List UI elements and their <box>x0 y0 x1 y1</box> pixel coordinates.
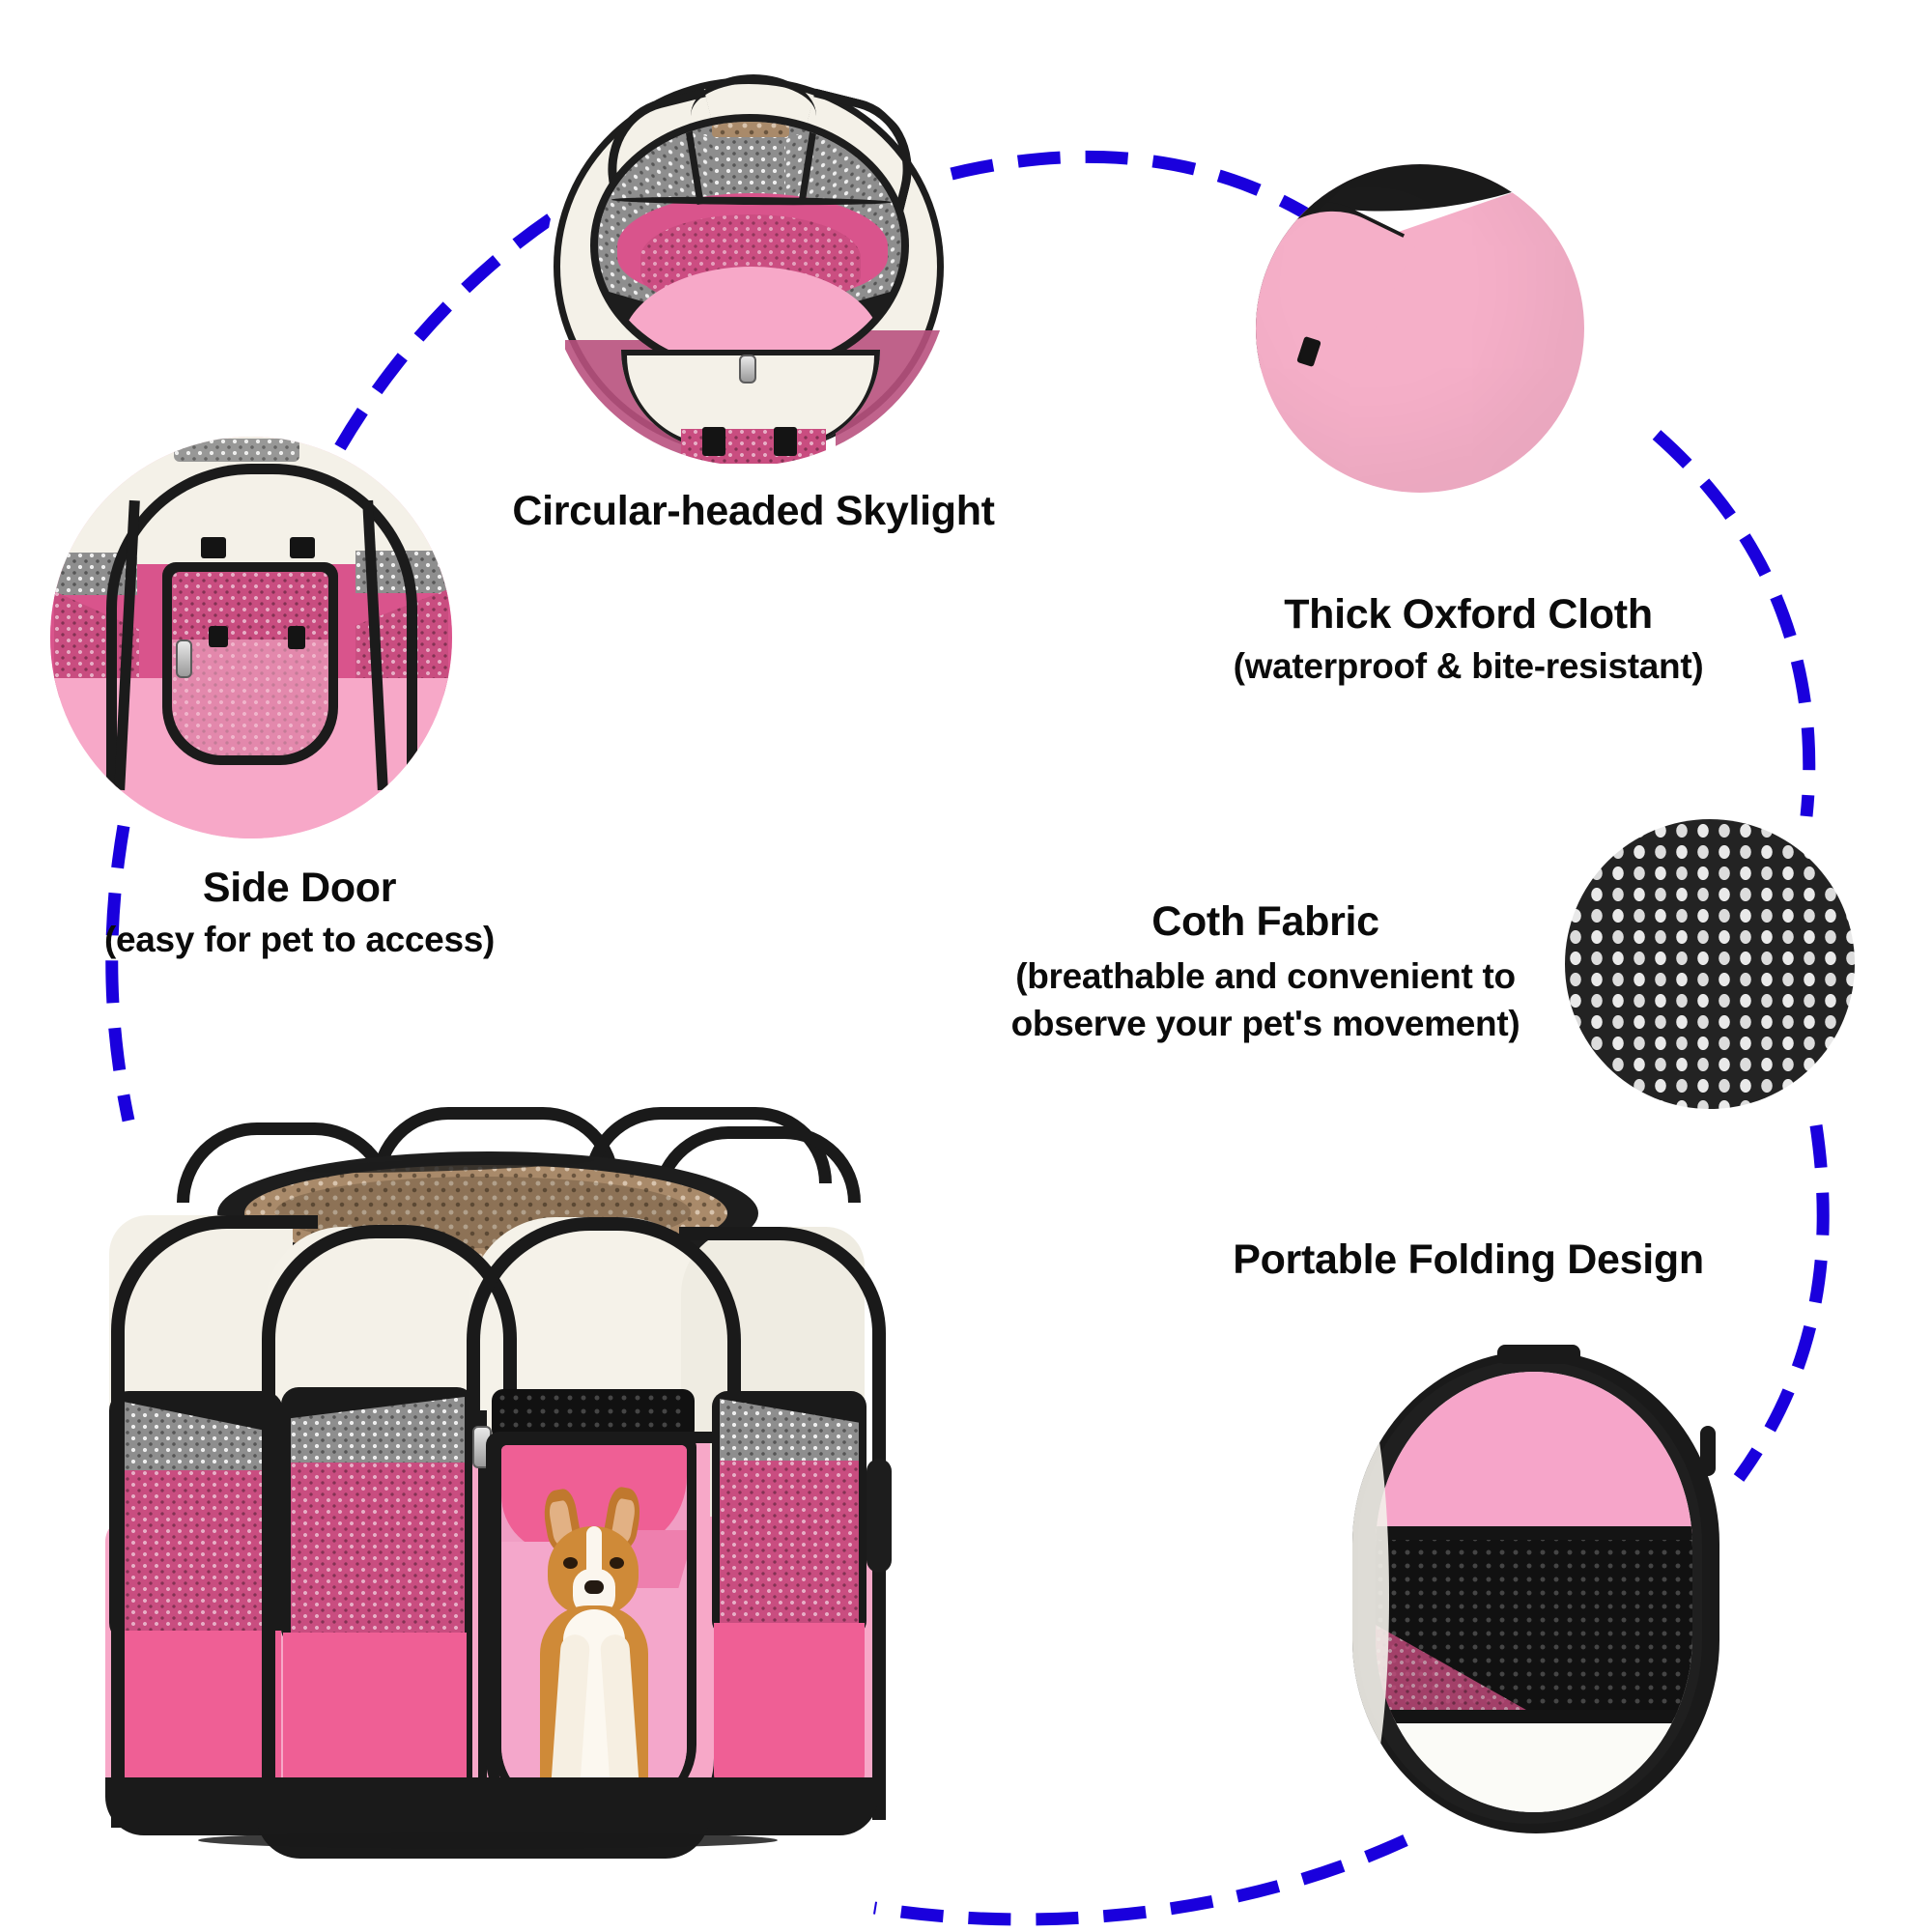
folded-product-photo <box>1274 1345 1719 1873</box>
label-side-door-title: Side Door <box>202 865 397 911</box>
main-product-photo <box>82 1101 1029 1864</box>
label-cloth-fabric: Coth Fabric (breathable and convenient t… <box>966 898 1565 1048</box>
label-skylight-title: Circular-headed Skylight <box>512 488 995 534</box>
label-oxford-title: Thick Oxford Cloth <box>1284 591 1653 638</box>
label-cloth-fabric-title: Coth Fabric <box>1151 898 1379 945</box>
cloth-fabric-photo <box>1565 819 1855 1109</box>
label-oxford-subtitle: (waterproof & bite-resistant) <box>1233 646 1704 687</box>
side-door-photo <box>50 437 452 838</box>
label-side-door-subtitle: (easy for pet to access) <box>103 920 496 960</box>
label-cloth-fabric-subtitle: (breathable and convenient to observe yo… <box>1010 956 1520 1043</box>
label-folding-title: Portable Folding Design <box>1233 1236 1704 1283</box>
oxford-cloth-photo <box>1256 164 1584 493</box>
label-oxford: Thick Oxford Cloth (waterproof & bite-re… <box>1174 591 1763 687</box>
skylight-photo <box>546 60 952 466</box>
label-side-door: Side Door (easy for pet to access) <box>58 865 541 960</box>
label-skylight: Circular-headed Skylight <box>454 488 1053 534</box>
label-folding: Portable Folding Design <box>1150 1236 1787 1283</box>
